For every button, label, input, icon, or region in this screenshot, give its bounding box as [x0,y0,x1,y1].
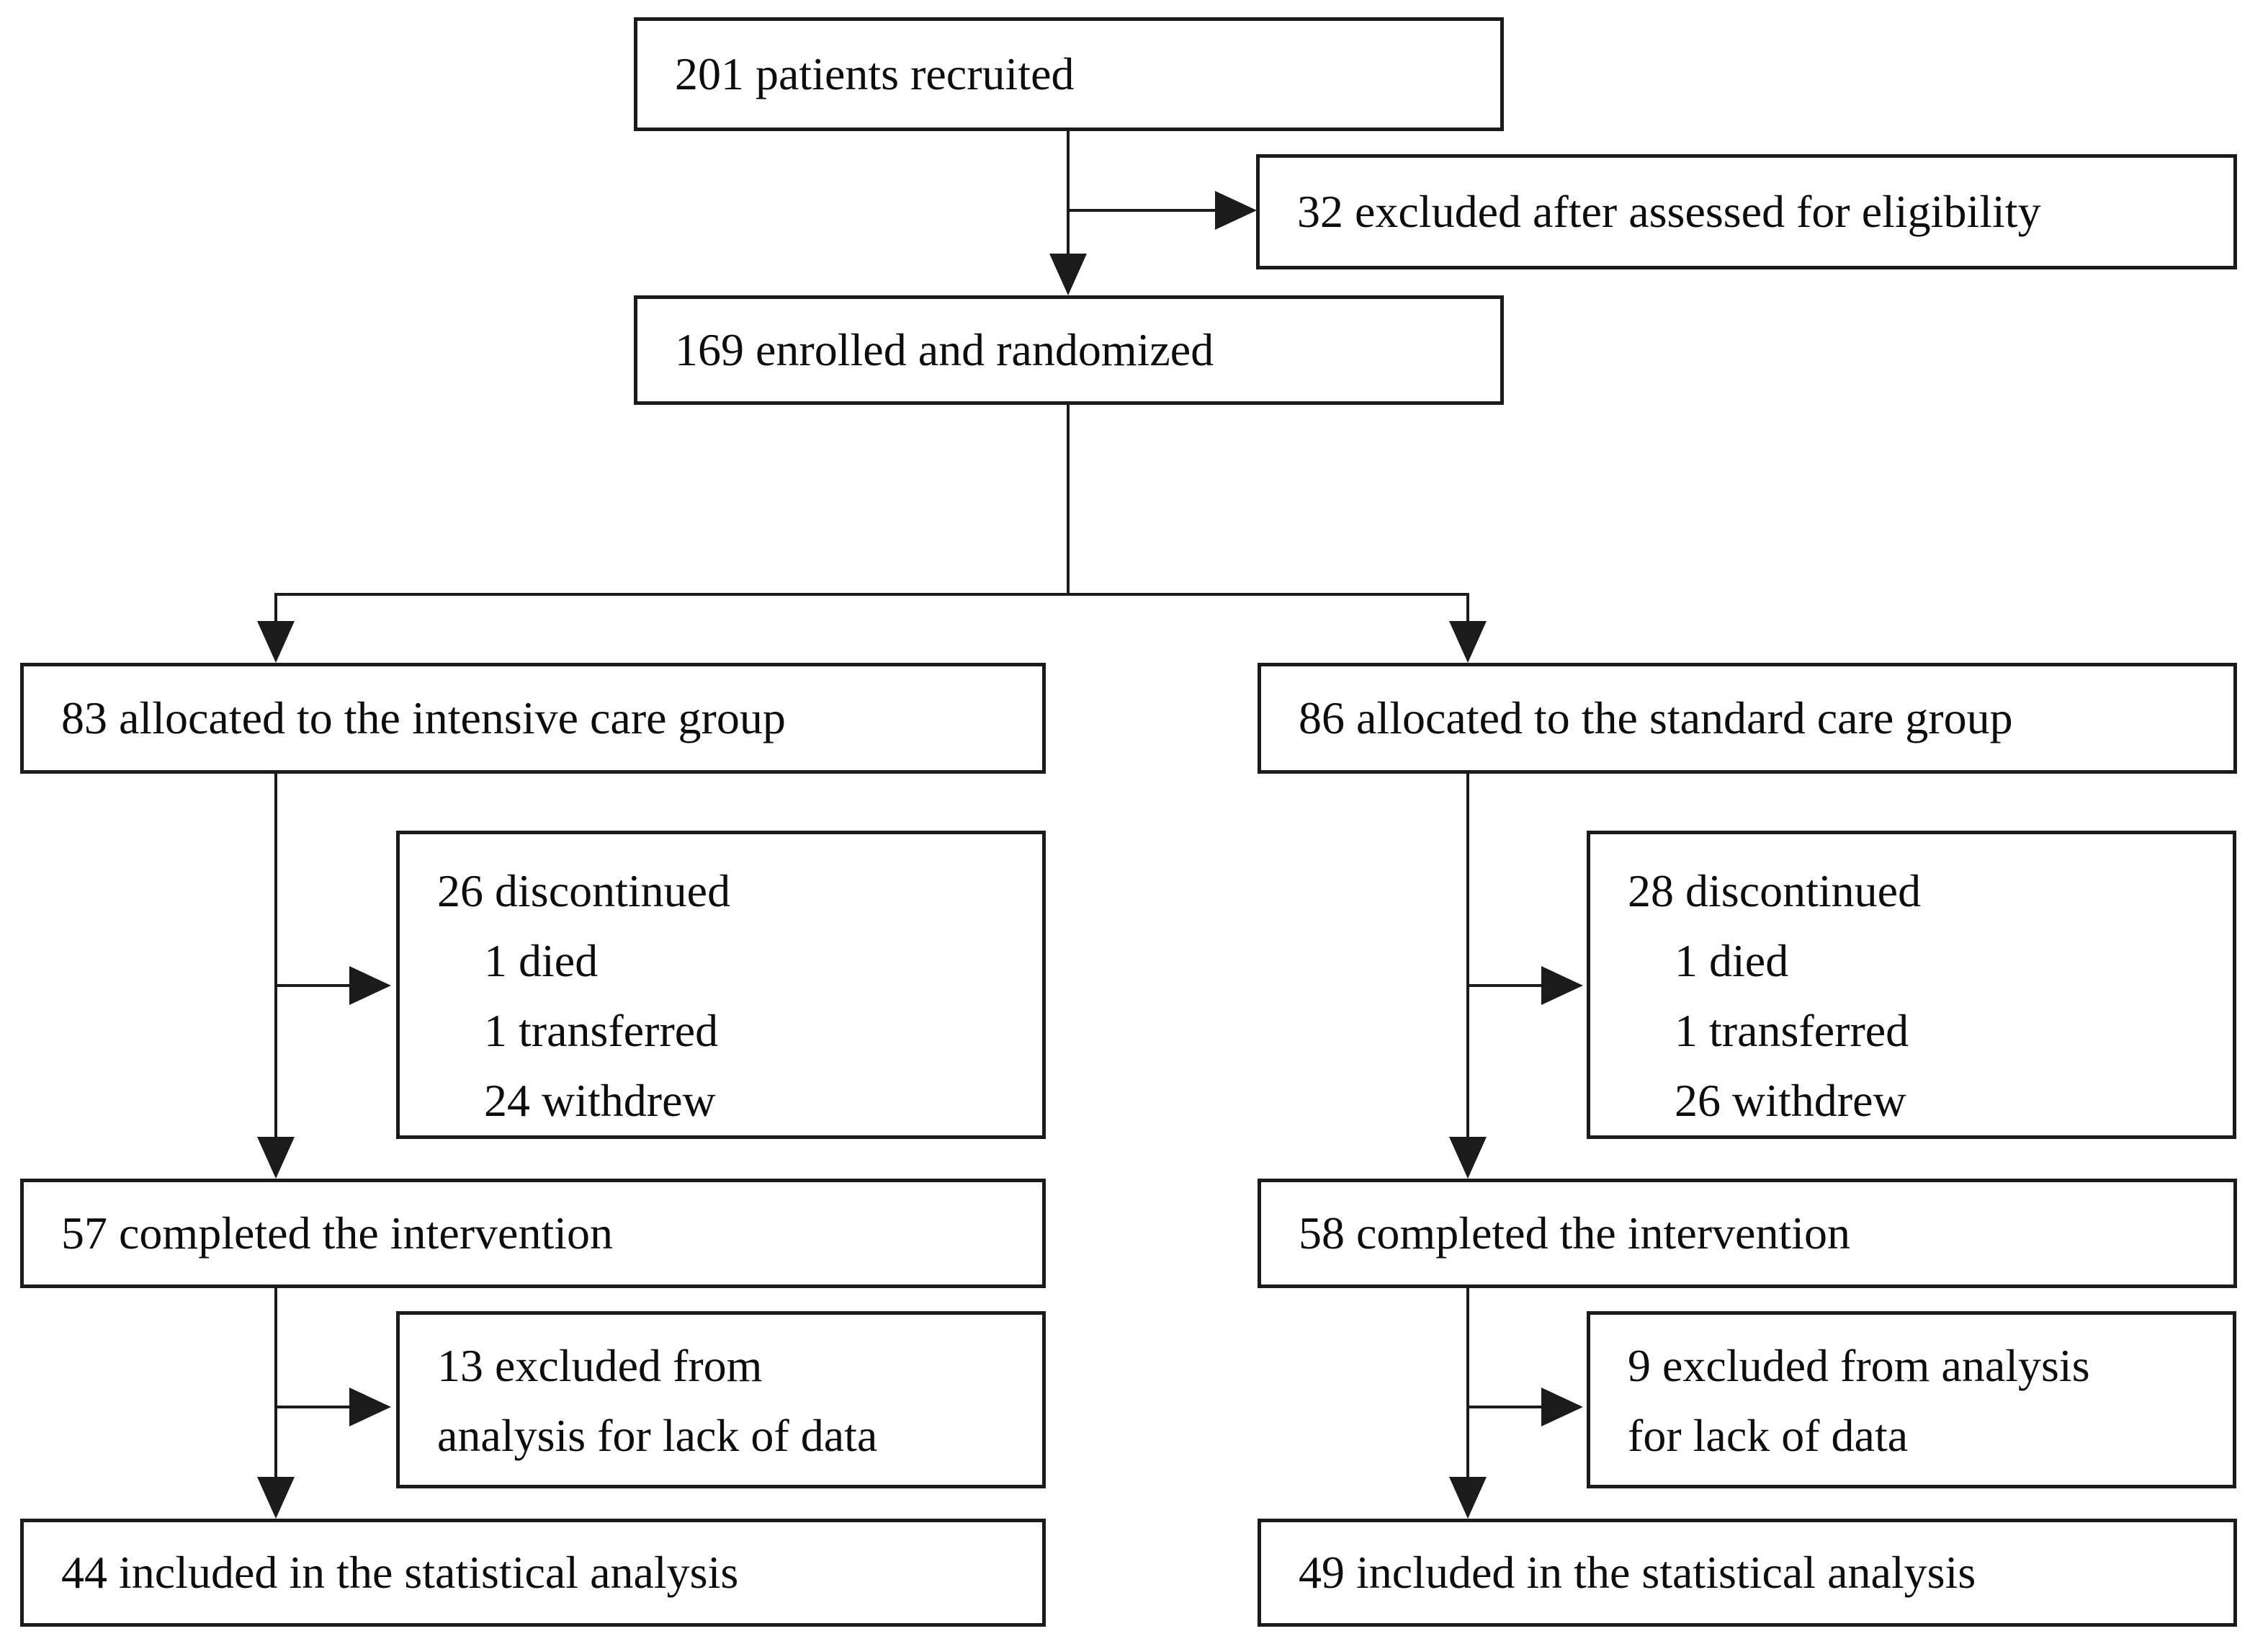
connector-to-discontinued-intensive [276,984,349,987]
discontinued-intensive-item: 1 transferred [484,1005,719,1056]
box-excluded-analysis-intensive: 13 excluded from analysis for lack of da… [396,1311,1046,1488]
arrowhead-right-excluded-analysis-intensive [349,1388,391,1426]
excluded-analysis-standard-line1: 9 excluded from analysis [1628,1340,2090,1391]
connector-standard-to-included [1466,1288,1469,1478]
arrowhead-down-allocated-standard [1449,621,1487,663]
connector-branch-horizontal [276,593,1469,596]
box-included-intensive: 44 included in the statistical analysis [20,1519,1046,1627]
arrowhead-down-included-standard [1449,1477,1487,1519]
discontinued-intensive-item: 24 withdrew [484,1075,716,1126]
connector-intensive-to-completed [274,774,277,1138]
completed-standard-label: 58 completed the intervention [1299,1207,1850,1259]
arrowhead-right-excluded-eligibility [1215,191,1257,230]
box-excluded-eligibility: 32 excluded after assessed for eligibili… [1256,154,2237,269]
discontinued-standard-item: 26 withdrew [1675,1075,1906,1126]
connector-branch-left-drop [274,593,277,625]
box-allocated-intensive: 83 allocated to the intensive care group [20,663,1046,774]
connector-to-excluded-eligibility [1068,209,1216,212]
completed-intensive-label: 57 completed the intervention [61,1207,613,1259]
box-allocated-standard: 86 allocated to the standard care group [1258,663,2237,774]
arrowhead-right-excluded-analysis-standard [1541,1388,1583,1426]
connector-randomized-stem [1067,405,1070,594]
arrowhead-down-included-intensive [257,1477,295,1519]
discontinued-standard-title: 28 discontinued [1628,865,1922,916]
excluded-analysis-standard-line2: for lack of data [1628,1410,1909,1461]
box-excluded-analysis-standard: 9 excluded from analysis for lack of dat… [1587,1311,2236,1488]
connector-branch-right-drop [1466,593,1469,625]
discontinued-intensive-title: 26 discontinued [437,865,731,916]
box-completed-intensive: 57 completed the intervention [20,1179,1046,1288]
arrowhead-down-completed-intensive [257,1137,295,1179]
discontinued-intensive-item: 1 died [484,935,599,986]
arrowhead-down-randomized [1049,254,1087,295]
box-randomized: 169 enrolled and randomized [634,295,1504,405]
excluded-eligibility-label: 32 excluded after assessed for eligibili… [1297,185,2041,237]
arrowhead-right-discontinued-standard [1541,966,1583,1005]
connector-to-excluded-analysis-intensive [276,1406,349,1408]
arrowhead-down-allocated-intensive [257,621,295,663]
arrowhead-right-discontinued-intensive [349,966,391,1005]
randomized-label: 169 enrolled and randomized [675,323,1214,375]
box-included-standard: 49 included in the statistical analysis [1258,1519,2237,1627]
excluded-analysis-intensive-line1: 13 excluded from [437,1340,763,1391]
box-discontinued-intensive: 26 discontinued 1 died 1 transferred 24 … [396,831,1046,1139]
box-completed-standard: 58 completed the intervention [1258,1179,2237,1288]
recruited-label: 201 patients recruited [675,48,1075,99]
connector-standard-to-completed [1466,774,1469,1138]
included-intensive-label: 44 included in the statistical analysis [61,1546,739,1598]
connector-to-discontinued-standard [1468,984,1541,987]
connector-intensive-to-included [274,1288,277,1478]
discontinued-standard-item: 1 transferred [1675,1005,1909,1056]
included-standard-label: 49 included in the statistical analysis [1299,1546,1976,1598]
connector-to-excluded-analysis-standard [1468,1406,1541,1408]
allocated-standard-label: 86 allocated to the standard care group [1299,692,2013,743]
box-discontinued-standard: 28 discontinued 1 died 1 transferred 26 … [1587,831,2236,1139]
allocated-intensive-label: 83 allocated to the intensive care group [61,692,786,743]
excluded-analysis-intensive-line2: analysis for lack of data [437,1410,878,1461]
discontinued-standard-item: 1 died [1675,935,1789,986]
box-recruited: 201 patients recruited [634,17,1504,131]
connector-recruited-to-randomized [1067,130,1070,259]
arrowhead-down-completed-standard [1449,1137,1487,1179]
